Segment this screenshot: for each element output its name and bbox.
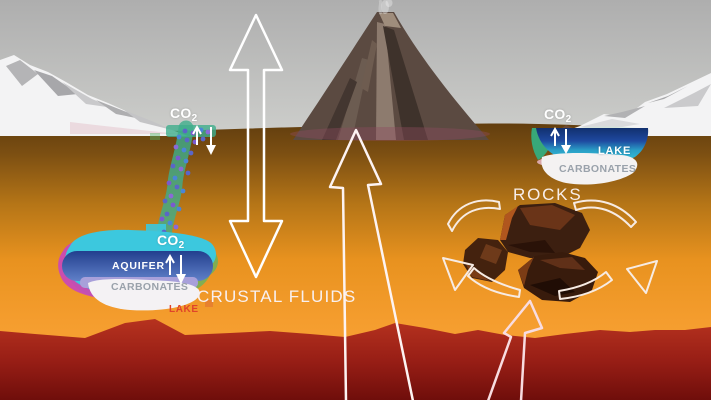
- carbonates-label-left: CARBONATES: [111, 281, 189, 293]
- left-mountain: [0, 55, 188, 136]
- rock-cycle-arc-bottom-right: [558, 271, 613, 300]
- volcanic-outgassing-arrow: [328, 128, 415, 400]
- deep-crust-layer: [0, 319, 711, 400]
- co2-exchange-arrows-aquifer: [165, 253, 186, 284]
- volcano-base-tint: [290, 127, 490, 141]
- atmosphere-exchange-double-arrow: [228, 13, 284, 279]
- co2-label-surface-left: CO2: [170, 106, 197, 124]
- rock-cycle-arrows: [442, 199, 658, 300]
- mantle-upwelling-arrow: [487, 299, 544, 400]
- co2-label-aquifer: CO2: [157, 233, 184, 251]
- co2-subscript: 2: [178, 240, 185, 251]
- rock-cycle-arrowhead-left: [442, 257, 474, 291]
- aquifer-deposit: [58, 229, 219, 311]
- volcano-smoke: [378, 0, 393, 15]
- rock-cycle-arrowhead-right: [626, 260, 658, 294]
- rock-cycle-arc-bottom-left: [467, 267, 521, 298]
- carbonates-label-right: CARBONATES: [559, 163, 637, 175]
- rocks-label: ROCKS: [513, 185, 583, 204]
- rock-cycle-arc-top-left: [447, 199, 501, 232]
- co2-subscript: 2: [191, 113, 198, 124]
- co2-text: CO: [157, 232, 179, 248]
- carbonates-deposit-left: [88, 279, 200, 311]
- co2-exchange-arrows-surface-left: [192, 124, 216, 155]
- lake-deposit-right: [531, 128, 649, 185]
- lake-label-left: LAKE: [169, 304, 199, 315]
- rocks-cluster: [463, 203, 598, 302]
- crustal-fluids-label: CRUSTAL FLUIDS: [197, 287, 357, 306]
- aquifer-water-band: [62, 251, 213, 281]
- co2-text: CO: [544, 106, 566, 122]
- carbonates-deposit-right: [541, 153, 638, 185]
- aquifer-label: AQUIFER: [112, 260, 165, 272]
- co2-bubble-dots: [156, 127, 211, 250]
- co2-label-lake-right: CO2: [544, 107, 571, 125]
- lake-label-right: LAKE: [598, 145, 632, 157]
- co2-exchange-arrows-lake-right: [550, 126, 571, 154]
- volcano: [293, 0, 489, 140]
- co2-text: CO: [170, 105, 192, 121]
- rock-cycle-arc-top-right: [573, 199, 637, 228]
- co2-subscript: 2: [565, 114, 572, 125]
